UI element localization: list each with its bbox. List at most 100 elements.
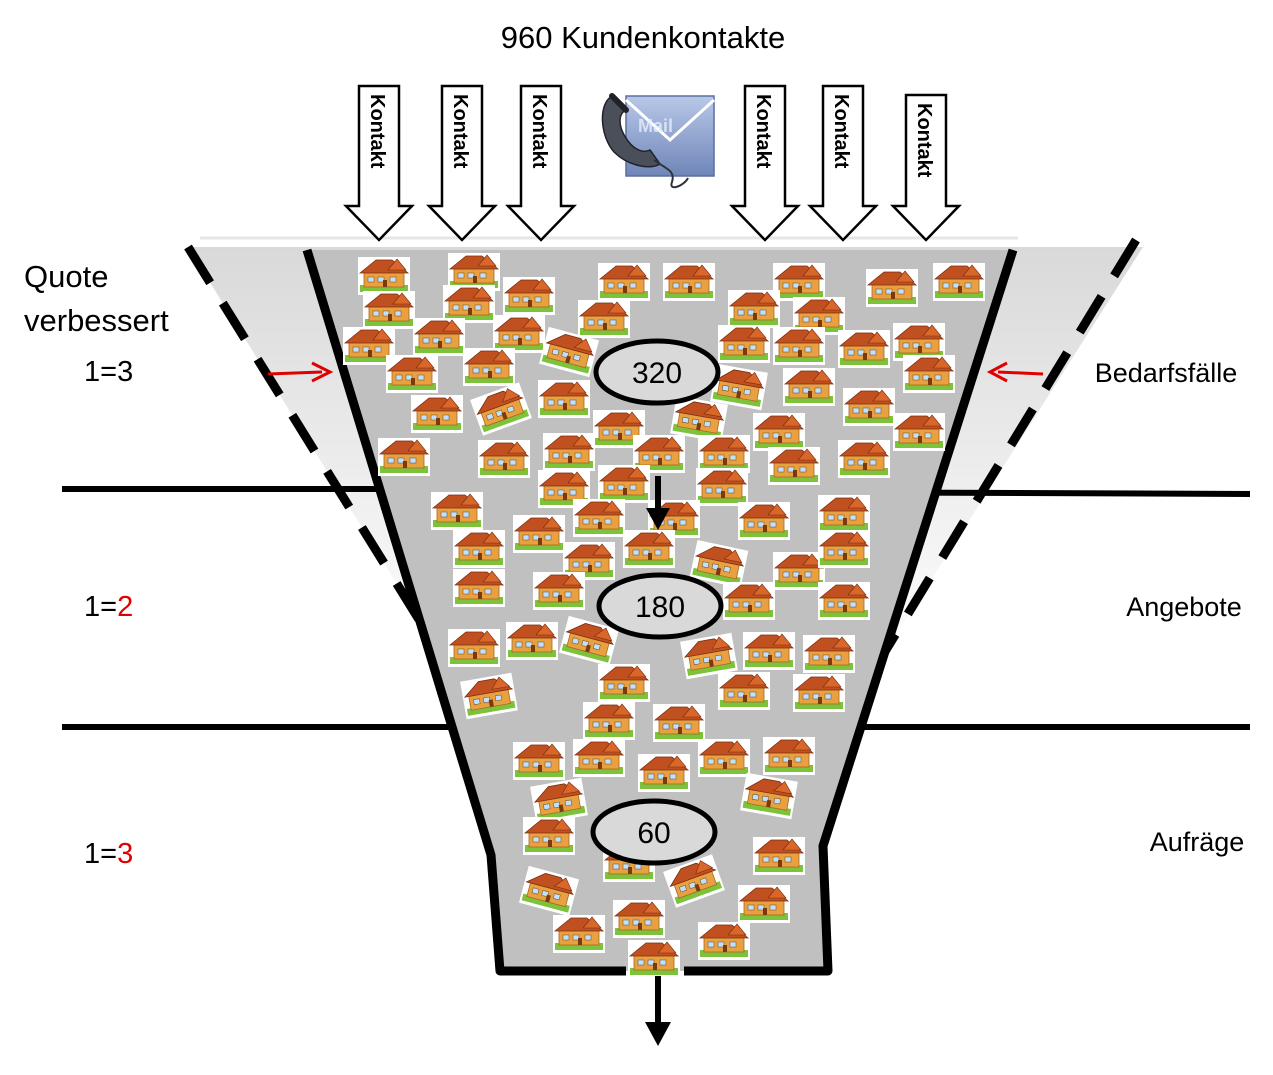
house-icon xyxy=(742,631,796,671)
ratio-3: 1=3 xyxy=(84,838,133,870)
ratio-2-right: 2 xyxy=(117,591,133,623)
house-icon xyxy=(762,736,816,776)
house-icon xyxy=(737,884,791,924)
house-icon xyxy=(430,491,484,531)
house-icon xyxy=(697,434,751,474)
kontakt-arrow-label: Kontakt xyxy=(449,94,471,169)
kontakt-arrow-label: Kontakt xyxy=(528,94,550,169)
kontakt-arrow: Kontakt xyxy=(729,84,801,242)
kontakt-arrow: Kontakt xyxy=(426,84,498,242)
house-icon xyxy=(792,673,846,713)
house-icon xyxy=(695,467,749,507)
house-icon xyxy=(902,354,956,394)
count-bubble-3: 60 xyxy=(590,798,718,866)
house-icon xyxy=(782,367,836,407)
house-icon xyxy=(377,437,431,477)
house-icon xyxy=(722,581,776,621)
count-bedarfsfaelle: 320 xyxy=(632,357,682,390)
house-icon xyxy=(802,634,856,674)
house-icon xyxy=(572,498,626,538)
stage-label-auftraege: Aufräge xyxy=(1150,827,1245,857)
kontakt-arrow: Kontakt xyxy=(807,84,879,242)
house-icon xyxy=(727,289,781,329)
house-icon xyxy=(357,256,411,296)
ratio-2: 1=2 xyxy=(84,591,133,623)
house-icon xyxy=(817,581,871,621)
house-icon xyxy=(512,514,566,554)
house-icon xyxy=(412,317,466,357)
house-icon xyxy=(612,899,666,939)
house-icon xyxy=(522,816,576,856)
stage-label-bedarfsfaelle: Bedarfsfälle xyxy=(1095,358,1238,388)
house-icon xyxy=(892,412,946,452)
house-icon xyxy=(505,621,559,661)
house-icon xyxy=(737,501,791,541)
house-icon xyxy=(627,939,681,979)
house-icon xyxy=(452,568,506,608)
flow-arrow-1-head xyxy=(646,508,670,530)
house-icon xyxy=(817,529,871,569)
quote-label-line2: verbessert xyxy=(24,303,169,338)
kontakt-arrow: Kontakt xyxy=(505,84,577,242)
house-icon xyxy=(772,326,826,366)
house-icon xyxy=(512,741,566,781)
house-icon xyxy=(542,432,596,472)
stage-label-angebote: Angebote xyxy=(1126,592,1242,622)
kontakt-arrow-label: Kontakt xyxy=(913,103,935,178)
outlet-arrow-head xyxy=(645,1022,671,1046)
house-icon xyxy=(752,836,806,876)
red-arrow-right-shaft xyxy=(997,370,1044,376)
house-icon xyxy=(462,347,516,387)
ratio-2-left: 1= xyxy=(84,591,117,623)
house-icon xyxy=(410,394,464,434)
house-icon xyxy=(385,354,439,394)
house-icon xyxy=(817,494,871,534)
house-icon xyxy=(572,738,626,778)
kontakt-arrow-label: Kontakt xyxy=(830,94,852,169)
count-auftraege: 60 xyxy=(637,817,670,850)
house-icon xyxy=(577,299,631,339)
house-icon xyxy=(752,412,806,452)
ratio-1: 1=3 xyxy=(84,356,133,388)
diagram-title: 960 Kundenkontakte xyxy=(501,20,785,55)
house-icon xyxy=(697,921,751,961)
house-icon xyxy=(842,387,896,427)
house-icon xyxy=(932,262,986,302)
house-icon xyxy=(637,753,691,793)
house-icon xyxy=(502,276,556,316)
house-icon xyxy=(532,571,586,611)
house-icon xyxy=(697,738,751,778)
house-icon xyxy=(582,701,636,741)
inner-funnel-outline-left xyxy=(302,248,612,976)
ratio-3-left: 1= xyxy=(84,838,117,870)
house-icon xyxy=(597,262,651,302)
house-icon xyxy=(537,379,591,419)
house-icon xyxy=(865,268,919,308)
house-icon xyxy=(477,439,531,479)
house-icon xyxy=(717,671,771,711)
house-icon xyxy=(622,529,676,569)
house-icon xyxy=(772,551,826,591)
contact-arrows: Kontakt Kontakt Kontakt Kontakt Kontakt Konta… xyxy=(343,84,962,242)
house-icon xyxy=(772,262,826,302)
house-icon xyxy=(662,262,716,302)
house-icon xyxy=(767,446,821,486)
ratio-1-right: 3 xyxy=(117,356,133,388)
house-icon xyxy=(652,703,706,743)
ratio-1-left: 1= xyxy=(84,356,117,388)
inner-funnel-outline-right xyxy=(697,248,1018,976)
house-icon xyxy=(717,324,771,364)
house-icon xyxy=(362,290,416,330)
house-icon xyxy=(837,439,891,479)
quote-label-line1: Quote xyxy=(24,259,108,294)
house-icon xyxy=(442,284,496,324)
house-icon xyxy=(837,329,891,369)
kontakt-arrow-label: Kontakt xyxy=(366,94,388,169)
house-icon xyxy=(597,464,651,504)
outer-funnel-right-dashed xyxy=(866,237,1140,679)
house-icon xyxy=(447,628,501,668)
kontakt-arrow: Kontakt xyxy=(343,84,415,242)
house-icon xyxy=(552,914,606,954)
